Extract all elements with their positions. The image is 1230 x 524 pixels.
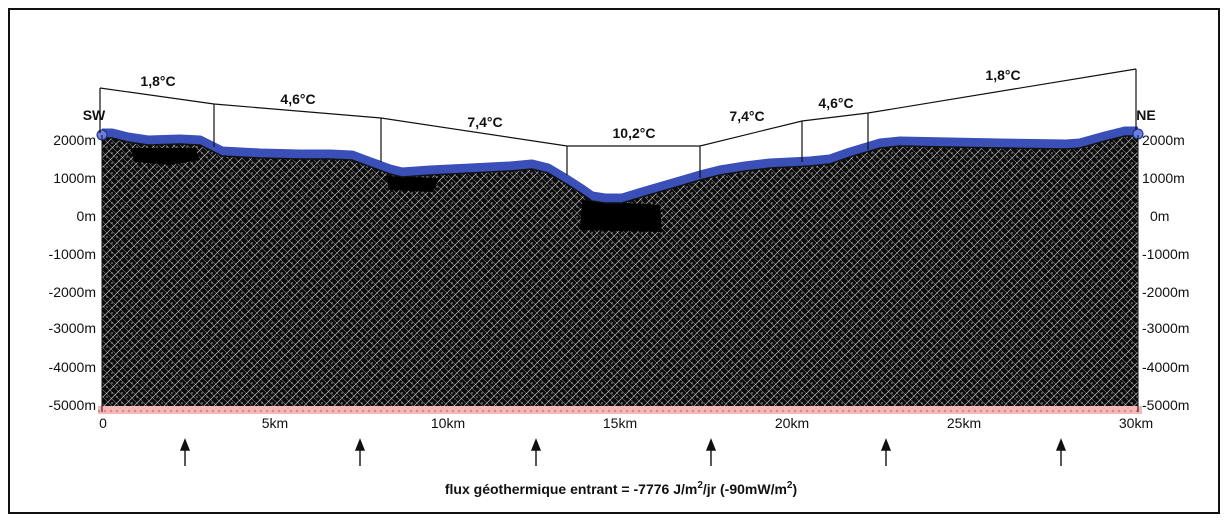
right-depth-scale: 2000m 1000m 0m -1000m -2000m -3000m -400… [1142,132,1189,413]
depth-label: -3000m [49,320,96,336]
direction-sw: SW [83,107,106,123]
sediment-pocket [385,176,440,192]
depth-label: -4000m [49,359,96,375]
depth-label: -2000m [1142,284,1189,300]
depth-label: 2000m [53,132,96,148]
depth-label: -1000m [1142,246,1189,262]
depth-label: 0m [77,208,96,224]
temp-label: 1,8°C [985,67,1020,83]
distance-label: 5km [262,415,288,431]
surface-layer [102,126,1138,203]
depth-label: -5000m [49,397,96,413]
depth-label: 2000m [1142,132,1185,148]
depth-label: -3000m [1142,320,1189,336]
distance-label: 30km [1119,415,1153,431]
up-arrow-icon [1055,438,1067,451]
surface-line [102,135,1138,204]
temperature-profile [99,68,1137,147]
distance-label: 25km [947,415,981,431]
distance-label: 0 [99,415,107,431]
temperature-dividers [99,69,1137,178]
up-arrow-icon [530,438,542,451]
distance-scale: 0 5km 10km 15km 20km 25km 30km [99,415,1153,431]
temp-label: 4,6°C [280,91,315,107]
heat-flux-arrows [179,438,1067,466]
distance-label: 10km [431,415,465,431]
depth-label: -1000m [49,246,96,262]
up-arrow-icon [354,438,366,451]
distance-label: 15km [603,415,637,431]
temp-label: 1,8°C [140,73,175,89]
depth-label: 1000m [53,170,96,186]
depth-label: -4000m [1142,359,1189,375]
direction-ne: NE [1136,107,1155,123]
depth-label: 0m [1150,208,1169,224]
left-depth-scale: 2000m 1000m 0m -1000m -2000m -3000m -400… [49,132,96,413]
temp-label: 4,6°C [818,95,853,111]
up-arrow-icon [179,438,191,451]
temp-label: 10,2°C [613,125,656,141]
depth-label: 1000m [1142,170,1185,186]
temp-label: 7,4°C [729,108,764,124]
depth-label: -5000m [1142,397,1189,413]
depth-label: -2000m [49,284,96,300]
sediment-pocket [130,148,200,165]
up-arrow-icon [880,438,892,451]
rock-texture [102,136,1138,410]
temp-label: 7,4°C [467,114,502,130]
basal-heat-boundary [98,406,1142,414]
up-arrow-icon [705,438,717,451]
distance-label: 20km [775,415,809,431]
flux-caption: flux géothermique entrant = -7776 J/m2/j… [445,480,797,497]
sediment-pocket [580,200,662,232]
